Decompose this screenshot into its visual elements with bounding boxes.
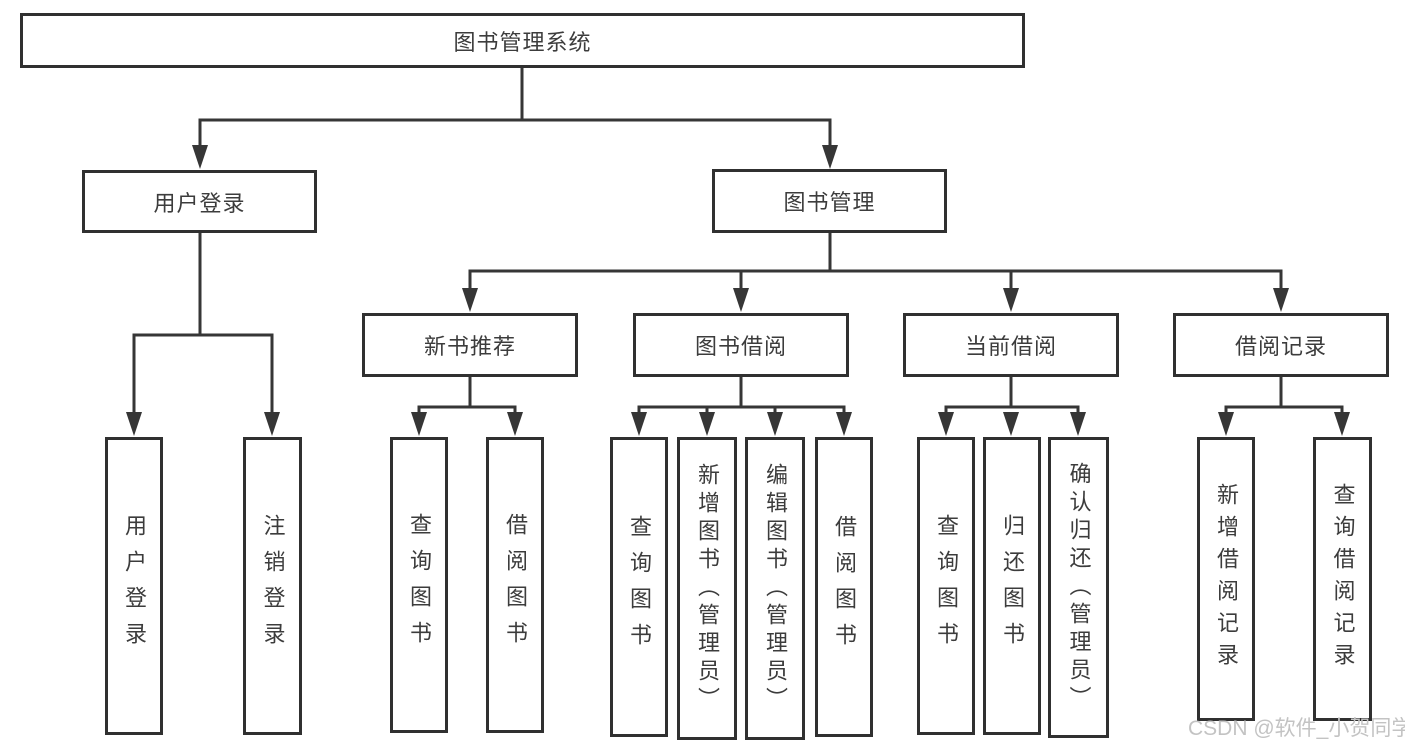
leaf-user-login: 用户登录 (105, 437, 163, 735)
new-book-to-leaves-connectors (411, 375, 523, 436)
leaf-query-book-borrow: 查询图书 (610, 437, 668, 737)
leaf-borrow-book-recommend: 借阅图书 (486, 437, 544, 733)
leaf-add-borrow-record-label: 新增借阅记录 (1214, 483, 1239, 675)
node-root: 图书管理系统 (20, 13, 1025, 68)
leaf-query-book-current-label: 查询图书 (934, 514, 959, 658)
leaf-query-borrow-record: 查询借阅记录 (1313, 437, 1372, 721)
node-current-borrow: 当前借阅 (903, 313, 1119, 377)
node-borrow-records-label: 借阅记录 (1234, 334, 1327, 359)
node-current-borrow-label: 当前借阅 (964, 334, 1057, 359)
leaf-borrow-book-recommend-label: 借阅图书 (503, 513, 528, 657)
user-login-to-leaves-connectors (126, 231, 280, 436)
leaf-logout-label: 注销登录 (260, 514, 286, 658)
node-borrow-records: 借阅记录 (1173, 313, 1389, 377)
leaf-query-borrow-record-label: 查询借阅记录 (1330, 483, 1356, 675)
node-root-label: 图书管理系统 (453, 29, 592, 55)
leaf-borrow-book-borrow-label: 借阅图书 (832, 515, 857, 659)
borrow-records-to-leaves-connectors (1218, 375, 1350, 436)
leaf-user-login-label: 用户登录 (122, 514, 147, 658)
node-book-management: 图书管理 (712, 169, 947, 233)
leaf-add-book-admin: 新增图书（管理员） (677, 437, 737, 740)
leaf-query-book-borrow-label: 查询图书 (627, 515, 652, 659)
leaf-confirm-return-admin: 确认归还（管理员） (1048, 437, 1109, 738)
node-new-book-recommend-label: 新书推荐 (423, 334, 516, 359)
node-book-borrow-label: 图书借阅 (694, 334, 787, 359)
node-book-borrow: 图书借阅 (633, 313, 849, 377)
root-to-level2-connectors (192, 66, 838, 169)
book-borrow-to-leaves-connectors (631, 375, 852, 436)
node-new-book-recommend: 新书推荐 (362, 313, 578, 377)
leaf-query-book-current: 查询图书 (917, 437, 975, 735)
leaf-edit-book-admin-label: 编辑图书（管理员） (763, 462, 788, 715)
leaf-edit-book-admin: 编辑图书（管理员） (745, 437, 805, 740)
leaf-add-borrow-record: 新增借阅记录 (1197, 437, 1255, 721)
node-user-login: 用户登录 (82, 170, 317, 233)
current-borrow-to-leaves-connectors (938, 375, 1086, 436)
leaf-query-book-recommend-label: 查询图书 (407, 513, 432, 657)
watermark-csdn: CSDN @软件_小贺同学 (1188, 717, 1405, 740)
book-mgmt-to-level3-connectors (462, 231, 1289, 312)
leaf-add-book-admin-label: 新增图书（管理员） (695, 462, 720, 715)
leaf-return-book: 归还图书 (983, 437, 1041, 735)
leaf-query-book-recommend: 查询图书 (390, 437, 448, 733)
node-book-management-label: 图书管理 (783, 190, 876, 215)
leaf-borrow-book-borrow: 借阅图书 (815, 437, 873, 737)
leaf-return-book-label: 归还图书 (1000, 514, 1025, 658)
leaf-confirm-return-admin-label: 确认归还（管理员） (1066, 461, 1092, 714)
node-user-login-label: 用户登录 (153, 190, 246, 216)
leaf-logout: 注销登录 (243, 437, 302, 735)
